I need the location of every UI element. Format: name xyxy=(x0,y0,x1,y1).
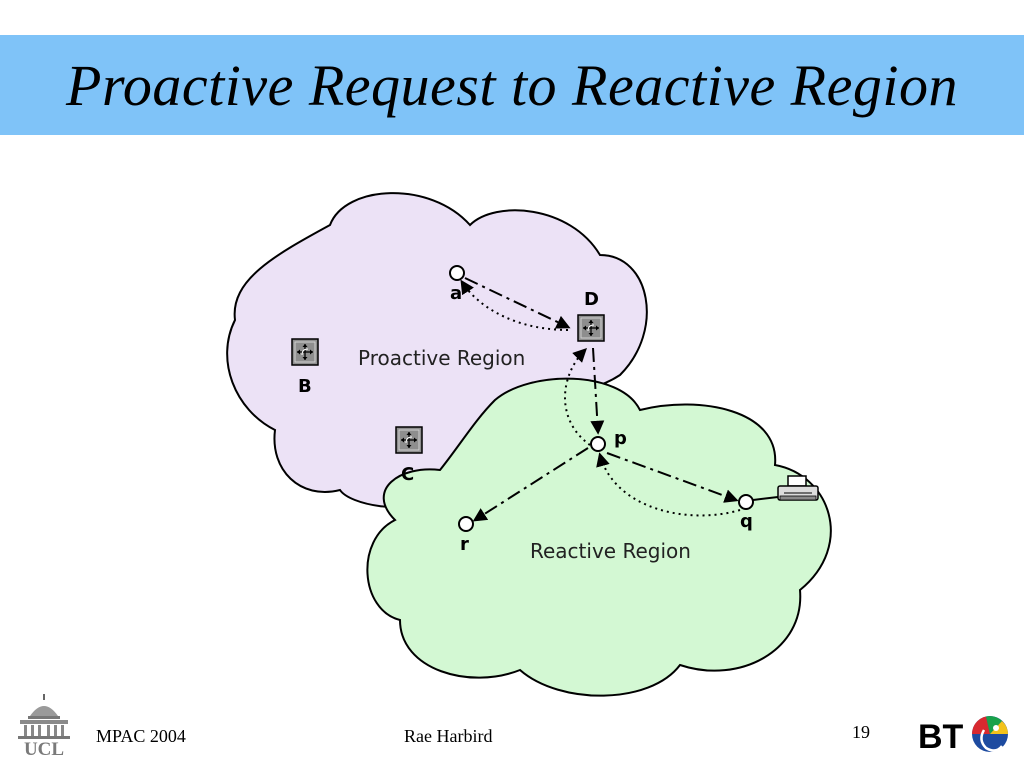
node-a-label: a xyxy=(450,283,462,304)
slide-title: Proactive Request to Reactive Region xyxy=(66,52,958,118)
router-D-icon xyxy=(577,314,605,342)
node-p xyxy=(590,436,606,452)
node-C-label: C xyxy=(401,464,414,485)
node-q-label: q xyxy=(740,511,753,532)
title-bar: Proactive Request to Reactive Region xyxy=(0,35,1024,135)
footer-conference: MPAC 2004 xyxy=(96,726,186,746)
node-B-label: B xyxy=(298,376,312,397)
node-q xyxy=(738,494,754,510)
reactive-region-cloud xyxy=(366,377,832,697)
footer-page-number: 19 xyxy=(852,722,870,742)
node-a xyxy=(449,265,465,281)
link-a-to-D xyxy=(464,277,571,329)
ucl-logo: UCL xyxy=(18,694,70,760)
node-r-label: r xyxy=(460,534,469,555)
bt-logo-text: BT xyxy=(918,718,964,756)
node-p-label: p xyxy=(614,428,627,449)
printer-cable xyxy=(752,496,779,501)
reply-D-to-a xyxy=(460,279,569,331)
node-r xyxy=(458,516,474,532)
reactive-region-label: Reactive Region xyxy=(530,539,691,563)
reply-q-to-p xyxy=(596,452,741,517)
reply-p-to-D xyxy=(564,348,591,446)
link-p-to-r xyxy=(472,447,589,522)
ucl-logo-text: UCL xyxy=(24,739,64,760)
bt-logo: BT xyxy=(918,716,1008,756)
router-C-icon xyxy=(395,426,423,454)
router-B-icon xyxy=(291,338,319,366)
bt-piper-icon xyxy=(972,716,1008,752)
node-D-label: D xyxy=(584,289,599,310)
link-p-to-q xyxy=(606,452,739,503)
printer-icon xyxy=(777,475,819,501)
footer-author: Rae Harbird xyxy=(404,726,493,746)
proactive-region-label: Proactive Region xyxy=(358,346,525,370)
